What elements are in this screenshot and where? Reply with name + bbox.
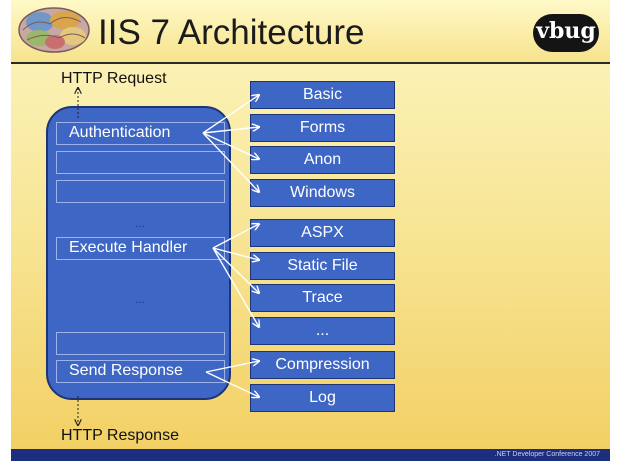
stage-authentication: Authentication	[56, 122, 225, 145]
title-bar: IIS 7 Architecture vbug	[11, 0, 610, 64]
arrow-handler-static	[212, 247, 259, 260]
module-more: ...	[250, 317, 395, 345]
stage-execute-handler: Execute Handler	[56, 237, 225, 260]
footer-text: .NET Developer Conference 2007	[494, 451, 600, 458]
module-log: Log	[250, 384, 395, 412]
pipeline-ellipsis-1: ...	[135, 216, 146, 230]
module-anon: Anon	[250, 146, 395, 174]
module-windows: Windows	[250, 179, 395, 207]
module-compression: Compression	[250, 351, 395, 379]
arrow-response-log	[205, 371, 259, 397]
pipeline-container	[46, 106, 231, 400]
module-forms: Forms	[250, 114, 395, 142]
pipeline-ellipsis-2: ...	[135, 292, 146, 306]
arrow-handler-more	[212, 247, 259, 327]
stage-empty-3	[56, 332, 225, 355]
arrow-auth-windows	[202, 132, 259, 192]
vbug-logo: vbug	[533, 14, 599, 52]
arrow-handler-aspx	[212, 224, 259, 249]
arrow-auth-forms	[202, 127, 259, 134]
http-response-label: HTTP Response	[61, 427, 179, 444]
arrow-auth-anon	[202, 132, 259, 159]
footer-bar: .NET Developer Conference 2007	[11, 449, 610, 461]
slide-title: IIS 7 Architecture	[98, 13, 365, 52]
slide: IIS 7 Architecture vbug HTTP Request Aut…	[11, 0, 610, 461]
http-request-label: HTTP Request	[61, 70, 167, 87]
stage-empty-2	[56, 180, 225, 203]
module-trace: Trace	[250, 284, 395, 312]
arrow-auth-basic	[202, 95, 259, 134]
module-static-file: Static File	[250, 252, 395, 280]
arrow-handler-trace	[212, 247, 259, 293]
stage-send-response: Send Response	[56, 360, 225, 383]
connector-arrows	[11, 0, 610, 461]
brain-icon	[18, 7, 90, 53]
stage-empty-1	[56, 151, 225, 174]
module-aspx: ASPX	[250, 219, 395, 247]
arrow-response-compression	[205, 361, 259, 373]
module-basic: Basic	[250, 81, 395, 109]
